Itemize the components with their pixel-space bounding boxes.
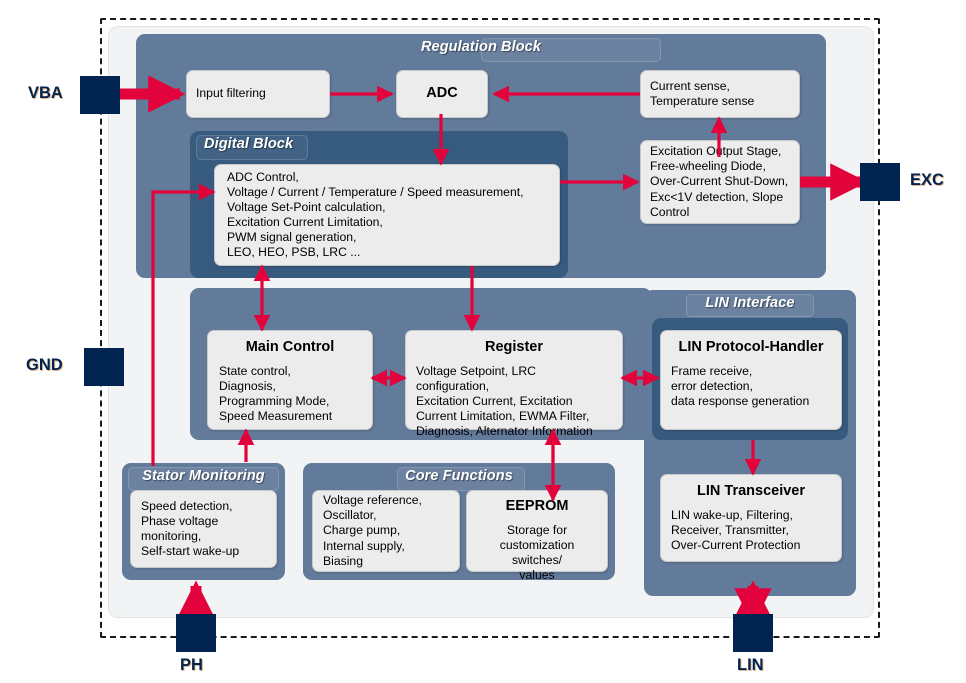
- stator-monitoring-title: Stator Monitoring: [142, 468, 265, 484]
- box-eeprom-body: Storage for customization switches/ valu…: [499, 522, 575, 583]
- box-lin-transceiver-header: LIN Transceiver: [697, 483, 805, 499]
- pin-exc[interactable]: [860, 163, 900, 201]
- box-input-filtering[interactable]: Input filtering: [186, 70, 330, 118]
- box-digital-core-body: ADC Control, Voltage / Current / Tempera…: [227, 169, 524, 260]
- box-eeprom[interactable]: EEPROM Storage for customization switche…: [466, 490, 608, 582]
- stator-monitoring-title-plate: [128, 467, 279, 491]
- box-main-control-body: State control, Diagnosis, Programming Mo…: [219, 363, 333, 424]
- pin-ph-label: PH: [180, 656, 203, 674]
- box-main-control[interactable]: Main Control State control, Diagnosis, P…: [207, 330, 373, 430]
- pin-vba[interactable]: [80, 76, 120, 114]
- pin-exc-label: EXC: [910, 171, 944, 189]
- core-functions-title: Core Functions: [405, 468, 513, 484]
- lin-interface-title-plate: [686, 294, 814, 317]
- box-current-temperature-sense-body: Current sense, Temperature sense: [650, 78, 755, 108]
- box-lin-protocol-handler-body: Frame receive, error detection, data res…: [671, 363, 810, 409]
- box-excitation-output-stage[interactable]: Excitation Output Stage, Free-wheeling D…: [640, 140, 800, 224]
- chip-outline-dashed: [100, 18, 880, 638]
- regulation-block-title-plate: [481, 38, 661, 62]
- box-lin-transceiver[interactable]: LIN Transceiver LIN wake-up, Filtering, …: [660, 474, 842, 562]
- pin-lin[interactable]: [733, 614, 773, 652]
- box-core-functions-detail[interactable]: Voltage reference, Oscillator, Charge pu…: [312, 490, 460, 572]
- box-eeprom-header: EEPROM: [505, 498, 569, 514]
- pin-lin-label: LIN: [737, 656, 764, 674]
- box-digital-core[interactable]: ADC Control, Voltage / Current / Tempera…: [214, 164, 560, 266]
- box-adc-header: ADC: [426, 85, 458, 102]
- box-core-functions-detail-body: Voltage reference, Oscillator, Charge pu…: [323, 493, 422, 568]
- digital-block-title: Digital Block: [204, 136, 294, 152]
- core-functions-title-plate: [397, 467, 525, 491]
- regulation-block-title: Regulation Block: [420, 39, 542, 55]
- lin-interface-title: LIN Interface: [705, 295, 795, 311]
- box-stator-detail[interactable]: Speed detection, Phase voltage monitorin…: [130, 490, 277, 568]
- box-lin-protocol-handler-header: LIN Protocol-Handler: [678, 339, 824, 355]
- box-input-filtering-body: Input filtering: [196, 86, 266, 101]
- box-excitation-output-stage-body: Excitation Output Stage, Free-wheeling D…: [650, 144, 789, 219]
- pin-gnd-label: GND: [26, 356, 63, 374]
- pin-ph[interactable]: [176, 614, 216, 652]
- box-lin-protocol-handler[interactable]: LIN Protocol-Handler Frame receive, erro…: [660, 330, 842, 430]
- box-register[interactable]: Register Voltage Setpoint, LRC configura…: [405, 330, 623, 438]
- box-lin-transceiver-body: LIN wake-up, Filtering, Receiver, Transm…: [671, 507, 801, 553]
- pin-gnd[interactable]: [84, 348, 124, 386]
- digital-block-title-plate: [196, 135, 308, 160]
- box-stator-detail-body: Speed detection, Phase voltage monitorin…: [141, 498, 240, 559]
- box-main-control-header: Main Control: [245, 339, 335, 355]
- pin-vba-label: VBA: [28, 84, 63, 102]
- box-adc[interactable]: ADC: [396, 70, 488, 118]
- box-register-body: Voltage Setpoint, LRC configuration, Exc…: [416, 363, 593, 439]
- box-current-temperature-sense[interactable]: Current sense, Temperature sense: [640, 70, 800, 118]
- box-register-header: Register: [484, 339, 544, 355]
